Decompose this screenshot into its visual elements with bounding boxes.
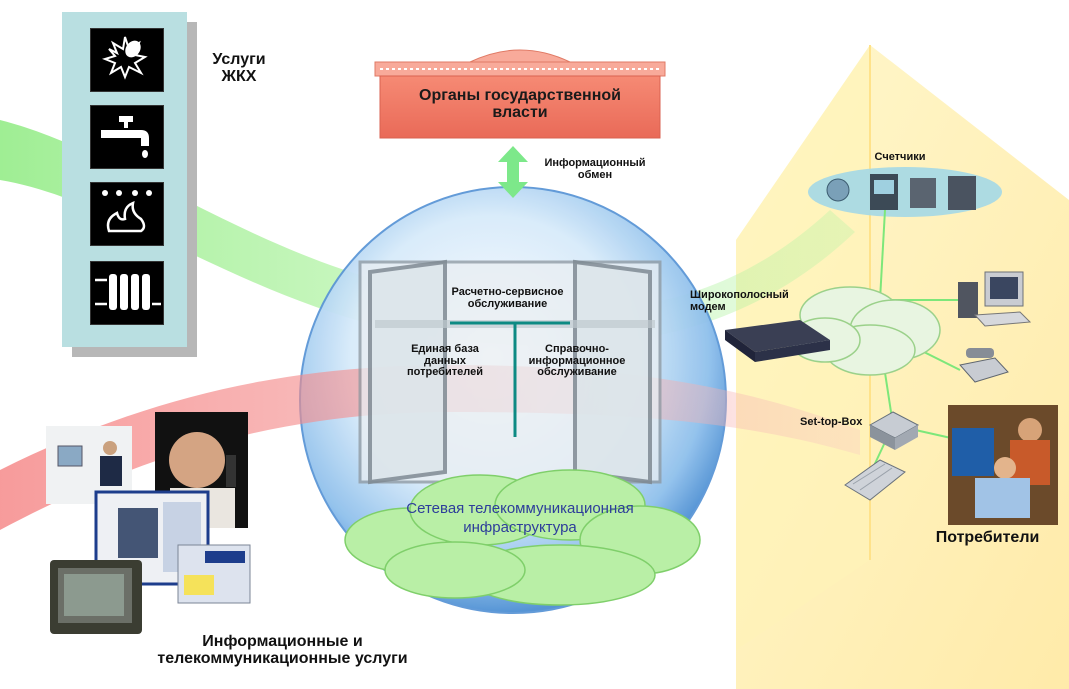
- radiator-icon: [90, 261, 164, 325]
- modem-label: Широкополосный модем: [690, 289, 789, 313]
- government-title: Органы государственной власти: [419, 87, 621, 121]
- services-label: Информационные и телекоммуникационные ус…: [157, 633, 408, 667]
- window-icon: [358, 259, 662, 485]
- network-cloud: [344, 469, 701, 606]
- faucet-icon: [90, 105, 164, 169]
- network-label: Сетевая телекоммуникационная инфраструкт…: [406, 500, 634, 536]
- utilities-panel: [62, 12, 187, 347]
- lightbulb-icon: [90, 28, 164, 92]
- settop-label: Set-top-Box: [800, 416, 863, 428]
- computer-icon: [958, 271, 1032, 327]
- consumers-label: Потребители: [935, 529, 1040, 546]
- meters-title: Счетчики: [874, 151, 926, 163]
- window-top-label: Расчетно-сервисное обслуживание: [451, 286, 564, 310]
- tablet-device: [50, 560, 142, 634]
- family-photo: [948, 405, 1058, 525]
- modem-icon: [725, 320, 830, 362]
- window-right-label: Справочно-информационное обслуживание: [528, 343, 626, 379]
- window-left-label: Единая база данных потребителей: [407, 343, 483, 379]
- exchange-label: Информационный обмен: [544, 157, 646, 181]
- meters-icon: [826, 174, 976, 210]
- keyboard-icon: [844, 459, 906, 501]
- telephone-icon: [959, 348, 1009, 383]
- settop-box-icon: [868, 411, 920, 450]
- utilities-title: Услуги ЖКХ: [212, 51, 266, 85]
- gas-stove-icon: [90, 182, 164, 246]
- government-building: [374, 49, 666, 139]
- exchange-arrow: [498, 146, 528, 198]
